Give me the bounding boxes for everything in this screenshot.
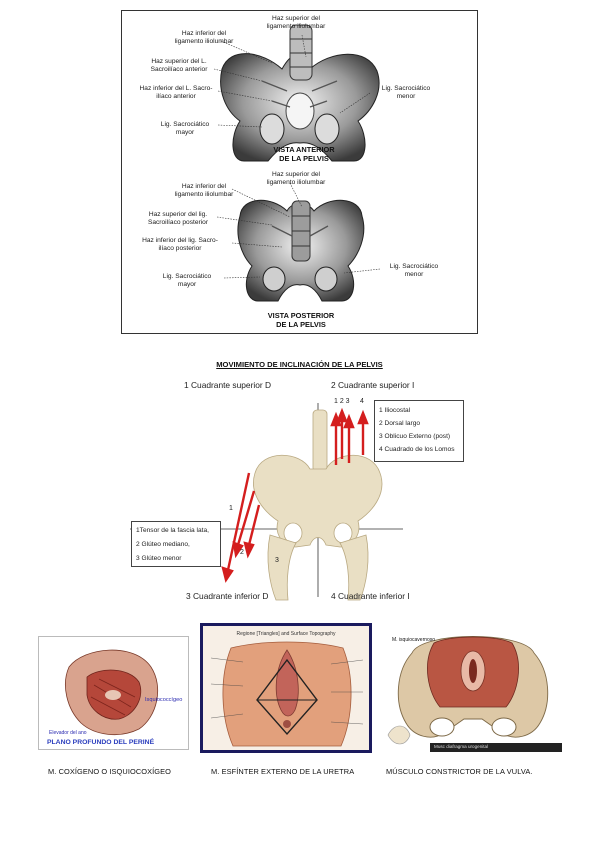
anterior-pelvis-drawing (220, 24, 380, 162)
panel-isquiococcigeo: Isquiococcígeo Elevador del ano PLANO PR… (38, 636, 189, 750)
legend-item: 2 Glúteo mediano, (136, 541, 190, 548)
legend-item: 3 Oblicuo Externo (post) (379, 433, 451, 440)
arrow-tensor-fascia-lata (221, 566, 234, 583)
label-post-haz-inf-sacroiliaco: Haz inferior del lig. Sacro-ilíaco poste… (142, 237, 218, 252)
posterior-pelvis-drawing (237, 199, 365, 302)
pelvis-illustrations (213, 24, 381, 302)
label-elevador-ano: Elevador del ano (49, 730, 87, 736)
arrow-cuadrado-lomos (357, 409, 369, 425)
quadrant-inferior-i: 4 Cuadrante inferior I (331, 591, 410, 601)
perineum-deep-plane-drawing (65, 649, 159, 735)
panel-title: Regione [Triangles] and Surface Topograp… (236, 631, 336, 637)
label-plano-profundo: PLANO PROFUNDO DEL PERINÉ (47, 739, 155, 746)
lower-muscles-legend: 1Tensor de la fascia lata, 2 Glúteo medi… (131, 521, 221, 567)
quadrant-superior-d: 1 Cuadrante superior D (184, 380, 272, 390)
panel-esfinter-uretra: Regione [Triangles] and Surface Topograp… (200, 623, 372, 753)
pelvic-floor-drawing (387, 636, 562, 752)
quadrant-superior-i: 2 Cuadrante superior I (331, 380, 415, 390)
movement-title: MOVIMIENTO DE INCLINACIÓN DE LA PELVIS (216, 360, 383, 369)
upper-arrow-number-4: 4 (360, 398, 364, 405)
quadrant-inferior-d: 3 Cuadrante inferior D (186, 591, 269, 601)
upper-arrows (330, 407, 369, 465)
label-isquiococcigeo: Isquiococcígeo (145, 697, 183, 703)
panel-constrictor-vulva: M. isquiocavernoso Musc diafragma urogen… (382, 623, 564, 753)
legend-item: 3 Glúteo menor (136, 555, 182, 562)
surface-topography-drawing (210, 641, 364, 747)
legend-item: 2 Dorsal largo (379, 420, 421, 427)
legend-item: 4 Cuadrado de los Lomos (379, 446, 455, 453)
label-isquiocavernoso: M. isquiocavernoso (392, 637, 436, 643)
lower-number-3: 3 (275, 557, 279, 564)
pelvis-drawing (253, 409, 383, 601)
movement-diagram (130, 403, 403, 601)
upper-muscles-legend: 1 Iliocostal 2 Dorsal largo 3 Oblicuo Ex… (374, 400, 464, 462)
arrow-dorsal-largo (336, 407, 348, 423)
caption-constrictor-vulva: MÚSCULO CONSTRICTOR DE LA VULVA. (386, 767, 533, 776)
lower-number-2: 2 (240, 549, 244, 556)
caption-esfinter-uretra: M. ESFÍNTER EXTERNO DE LA URETRA (211, 767, 355, 776)
label-ant-haz-inf-sacroiliaco: Haz inferior del L. Sacro-ilíaco anterio… (139, 85, 213, 100)
label-ant-haz-sup-sacroiliaco: Haz superior del L.Sacroilíaco anterior (150, 58, 208, 73)
arrow-gluteo-menor (243, 541, 255, 559)
upper-arrow-numbers: 1 2 3 (334, 398, 350, 405)
caption-coxigeo: M. COXÍGENO O ISQUIOCOXÍGEO (48, 767, 172, 776)
legend-item: 1 Iliocostal (379, 407, 411, 414)
arrow-gluteo-mediano (232, 541, 244, 559)
label-diafragma-urogenital: Musc diafragma urogenital (434, 744, 489, 749)
arrow-oblicuo-externo (343, 413, 355, 429)
legend-item: 1Tensor de la fascia lata, (136, 527, 209, 534)
label-post-haz-sup-sacroiliaco: Haz superior del lig.Sacroilíaco posteri… (147, 211, 209, 226)
lower-arrows (221, 472, 261, 583)
lower-number-1: 1 (229, 505, 233, 512)
